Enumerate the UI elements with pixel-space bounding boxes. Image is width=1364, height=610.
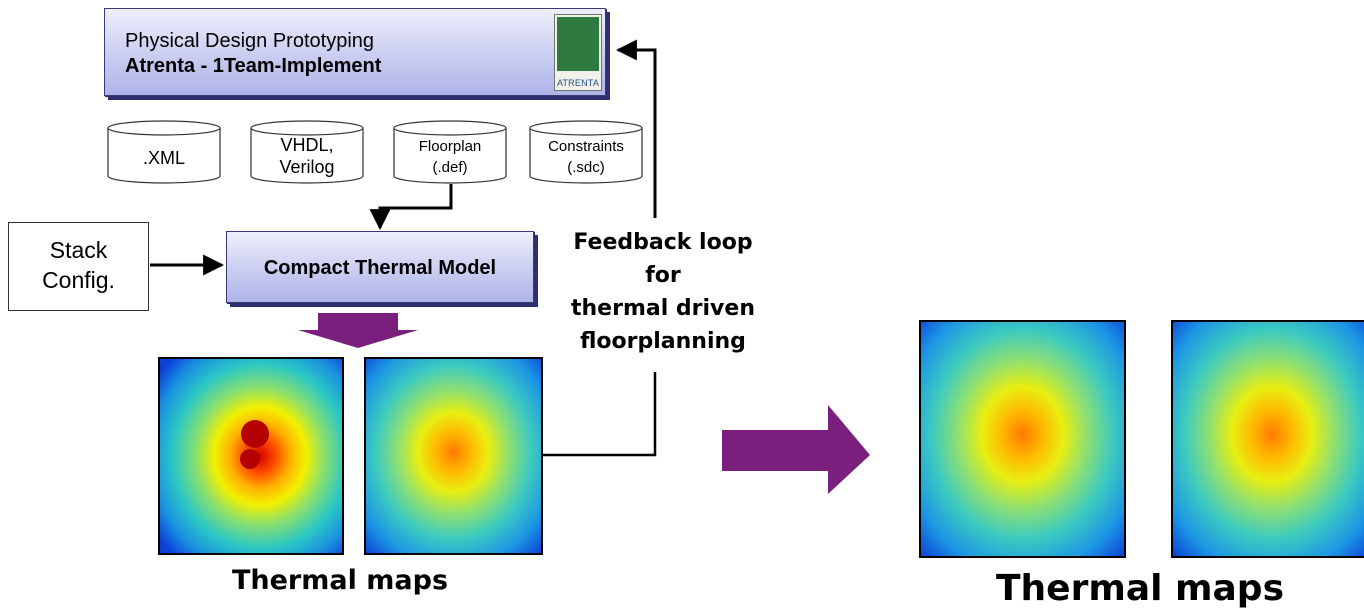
floorplan-to-model-arrow	[369, 184, 453, 231]
stack-config-line1: Stack	[49, 237, 108, 263]
feedback-loop-text: Feedback loop for thermal driven floorpl…	[548, 226, 778, 358]
thermal-map-1	[158, 357, 344, 555]
input-hdl-label: VHDL, Verilog	[279, 135, 335, 177]
prototyping-title: Physical Design Prototyping	[125, 30, 375, 52]
thermal-maps-caption-right: Thermal maps	[995, 568, 1285, 609]
feedback-line1: Feedback loop	[573, 230, 753, 255]
input-xml-label: .XML	[142, 148, 185, 168]
cylinder-xml	[107, 120, 221, 184]
down-arrow	[298, 313, 418, 348]
input-constraints-label: Constraints (.sdc)	[548, 138, 624, 176]
compact-thermal-model-label: Compact Thermal Model	[263, 257, 497, 279]
compact-thermal-model-box: Compact Thermal Model	[226, 231, 534, 303]
thermal-map-2	[364, 357, 543, 555]
stack-config-box: Stack Config.	[8, 222, 149, 311]
input-floorplan-label: Floorplan (.def)	[418, 138, 482, 176]
atrenta-logo-text: ATRENTA	[556, 78, 600, 88]
cylinder-hdl	[250, 120, 364, 184]
atrenta-logo-mark	[557, 17, 599, 71]
right-arrow	[722, 405, 870, 494]
atrenta-logo: ATRENTA	[554, 14, 602, 91]
feedback-line4: floorplanning	[580, 329, 746, 354]
feedback-loop-line	[541, 372, 657, 457]
feedback-line2: for	[645, 263, 681, 288]
thermal-map-3	[919, 320, 1126, 558]
cylinder-floorplan	[393, 120, 507, 184]
thermal-map-4	[1171, 320, 1364, 558]
stack-config-line2: Config.	[42, 267, 115, 293]
feedback-line3: thermal driven	[571, 296, 755, 321]
feedback-loop-arrow	[615, 39, 657, 218]
cylinder-constraints	[529, 120, 643, 184]
prototyping-box: Physical Design Prototyping Atrenta - 1T…	[104, 8, 606, 96]
prototyping-tool: Atrenta - 1Team-Implement	[125, 55, 382, 77]
thermal-maps-caption-left: Thermal maps	[231, 565, 449, 596]
